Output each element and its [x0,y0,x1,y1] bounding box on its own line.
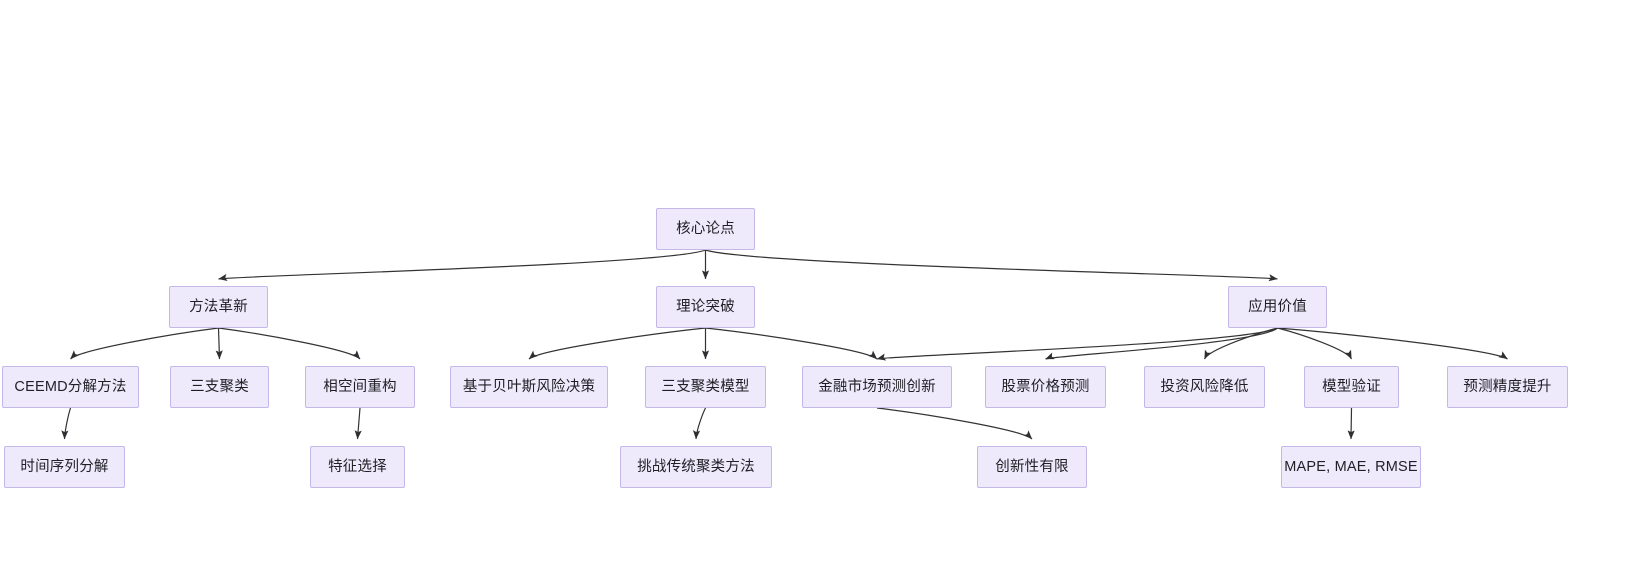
edge-l1c-to-l2h [1203,327,1278,360]
node-label: 相空间重构 [323,378,397,395]
node-l3b[interactable]: 特征选择 [310,446,405,488]
node-label: 预测精度提升 [1463,378,1552,395]
node-label: 三支聚类 [190,378,249,395]
node-label: 金融市场预测创新 [818,378,936,395]
node-l3d[interactable]: 创新性有限 [977,446,1087,488]
node-label: 核心论点 [676,220,735,237]
node-root[interactable]: 核心论点 [656,208,755,250]
node-l2f[interactable]: 金融市场预测创新 [802,366,952,408]
node-l2c[interactable]: 相空间重构 [305,366,415,408]
node-label: 模型验证 [1322,378,1381,395]
node-label: MAPE, MAE, RMSE [1284,458,1418,475]
node-label: 投资风险降低 [1160,378,1249,395]
edge-l2f-to-l3d [876,407,1033,440]
node-l2e[interactable]: 三支聚类模型 [645,366,766,408]
edge-root-to-l1c [705,249,1278,282]
node-l2a[interactable]: CEEMD分解方法 [2,366,139,408]
edge-l2e-to-l3c [692,407,707,440]
node-label: 创新性有限 [995,458,1069,475]
edge-l1c-to-l2i [1277,327,1353,360]
node-label: 理论突破 [676,298,735,315]
node-l1a[interactable]: 方法革新 [169,286,268,328]
node-l2h[interactable]: 投资风险降低 [1144,366,1265,408]
node-label: 方法革新 [189,298,248,315]
edge-l1c-to-l2g [1045,327,1278,360]
node-l1c[interactable]: 应用价值 [1228,286,1327,328]
edge-l1a-to-l2c [218,327,361,360]
node-label: 特征选择 [328,458,387,475]
edge-l1c-to-l2f [876,327,1278,361]
node-l1b[interactable]: 理论突破 [656,286,755,328]
node-l2b[interactable]: 三支聚类 [170,366,269,408]
node-l3c[interactable]: 挑战传统聚类方法 [620,446,772,488]
node-l3e[interactable]: MAPE, MAE, RMSE [1281,446,1421,488]
node-l2d[interactable]: 基于贝叶斯风险决策 [450,366,608,408]
node-label: 股票价格预测 [1001,378,1090,395]
node-label: 基于贝叶斯风险决策 [462,378,596,395]
node-l3a[interactable]: 时间序列分解 [4,446,125,488]
node-label: 挑战传统聚类方法 [637,458,755,475]
edge-root-to-l1a [218,249,706,282]
edge-l2i-to-l3e [1347,407,1355,440]
node-label: 三支聚类模型 [661,378,750,395]
node-l2i[interactable]: 模型验证 [1304,366,1399,408]
node-label: CEEMD分解方法 [14,378,127,395]
edge-l2c-to-l3b [354,407,362,440]
edge-l1b-to-l2d [528,327,706,360]
edge-l2a-to-l3a [61,407,72,440]
edge-l1a-to-l2a [70,327,219,360]
node-l2g[interactable]: 股票价格预测 [985,366,1106,408]
edge-l1c-to-l2j [1277,327,1508,360]
edge-group [61,249,1508,440]
edge-l1b-to-l2f [705,327,878,360]
edge-l1a-to-l2b [215,327,223,360]
node-l2j[interactable]: 预测精度提升 [1447,366,1568,408]
node-label: 时间序列分解 [20,458,109,475]
node-label: 应用价值 [1248,298,1307,315]
